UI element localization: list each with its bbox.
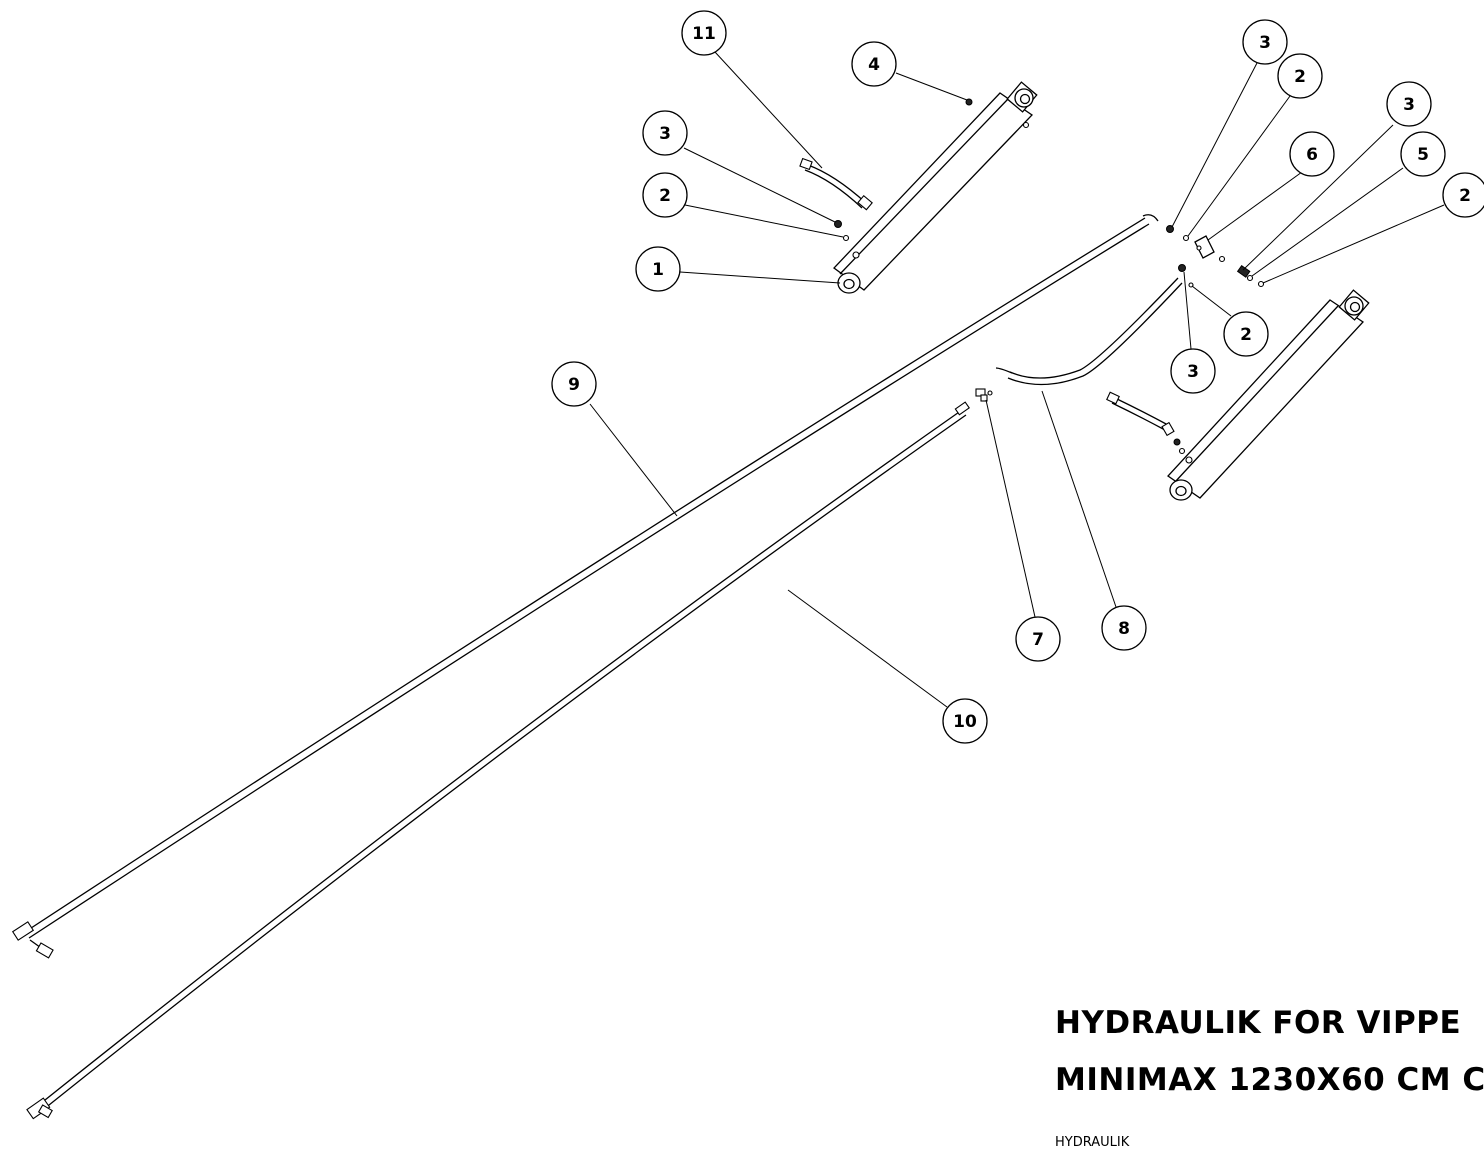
callout-label: 2 [1459, 186, 1471, 206]
fitting-part-5 [1246, 274, 1254, 282]
callout-label: 3 [1259, 33, 1271, 53]
hydraulic-cylinder-lower [1167, 289, 1370, 501]
seal-part-2-upper [842, 234, 850, 242]
callout-label: 3 [659, 124, 671, 144]
seal-part-2-mid [1218, 255, 1226, 263]
callout-3: 3 [1170, 348, 1216, 394]
callout-label: 7 [1032, 630, 1044, 650]
fitting-part-3-top [1166, 225, 1174, 233]
hydraulic-cylinder-upper [833, 81, 1038, 294]
drawing-title: HYDRAULIK FOR VIPPE [1055, 1005, 1462, 1041]
callout-3: 3 [642, 110, 688, 156]
drawing-subtitle-model: MINIMAX 1230X60 CM C [1055, 1062, 1484, 1098]
callout-label: 8 [1118, 619, 1130, 639]
seal-part-2-right [1257, 280, 1265, 288]
callout-label: 11 [692, 24, 716, 44]
callout-10: 10 [942, 698, 988, 744]
callout-label: 2 [1294, 67, 1306, 87]
callout-2: 2 [642, 172, 688, 218]
callout-label: 3 [1403, 95, 1415, 115]
callout-6: 6 [1289, 131, 1335, 177]
short-hose-lower [1106, 391, 1186, 455]
callout-2: 2 [1223, 311, 1269, 357]
leader-lines [589, 51, 1445, 708]
callout-3: 3 [1242, 19, 1288, 65]
callout-11: 11 [681, 10, 727, 56]
fitting-part-3-lower [1178, 264, 1186, 272]
callout-8: 8 [1101, 605, 1147, 651]
curved-hose-part-8 [995, 277, 1183, 386]
callout-9: 9 [551, 361, 597, 407]
callout-label: 2 [659, 186, 671, 206]
callout-7: 7 [1015, 616, 1061, 662]
fitting-part-3-upper [834, 220, 842, 228]
valve-block-part-6 [1194, 235, 1215, 259]
callout-label: 10 [953, 712, 977, 732]
callout-5: 5 [1400, 131, 1446, 177]
plug-part-4 [965, 98, 973, 106]
callout-label: 9 [568, 375, 580, 395]
callout-1: 1 [635, 246, 681, 292]
callout-label: 6 [1306, 145, 1318, 165]
drawing-category-label: HYDRAULIK [1055, 1135, 1130, 1150]
fitting-part-3-right [1236, 264, 1251, 278]
callout-label: 4 [868, 55, 880, 75]
long-hose-part-10 [26, 401, 970, 1120]
callout-2: 2 [1442, 172, 1484, 218]
callout-label: 2 [1240, 325, 1252, 345]
callout-label: 3 [1187, 362, 1199, 382]
callout-2: 2 [1277, 53, 1323, 99]
short-hose-part-11 [799, 157, 873, 211]
tee-fitting-part-7 [975, 388, 993, 402]
callout-label: 5 [1417, 145, 1429, 165]
callout-3: 3 [1386, 81, 1432, 127]
callout-4: 4 [851, 41, 897, 87]
seal-part-2-top [1182, 234, 1190, 242]
callout-label: 1 [652, 260, 664, 280]
long-hose-part-9 [11, 214, 1159, 959]
